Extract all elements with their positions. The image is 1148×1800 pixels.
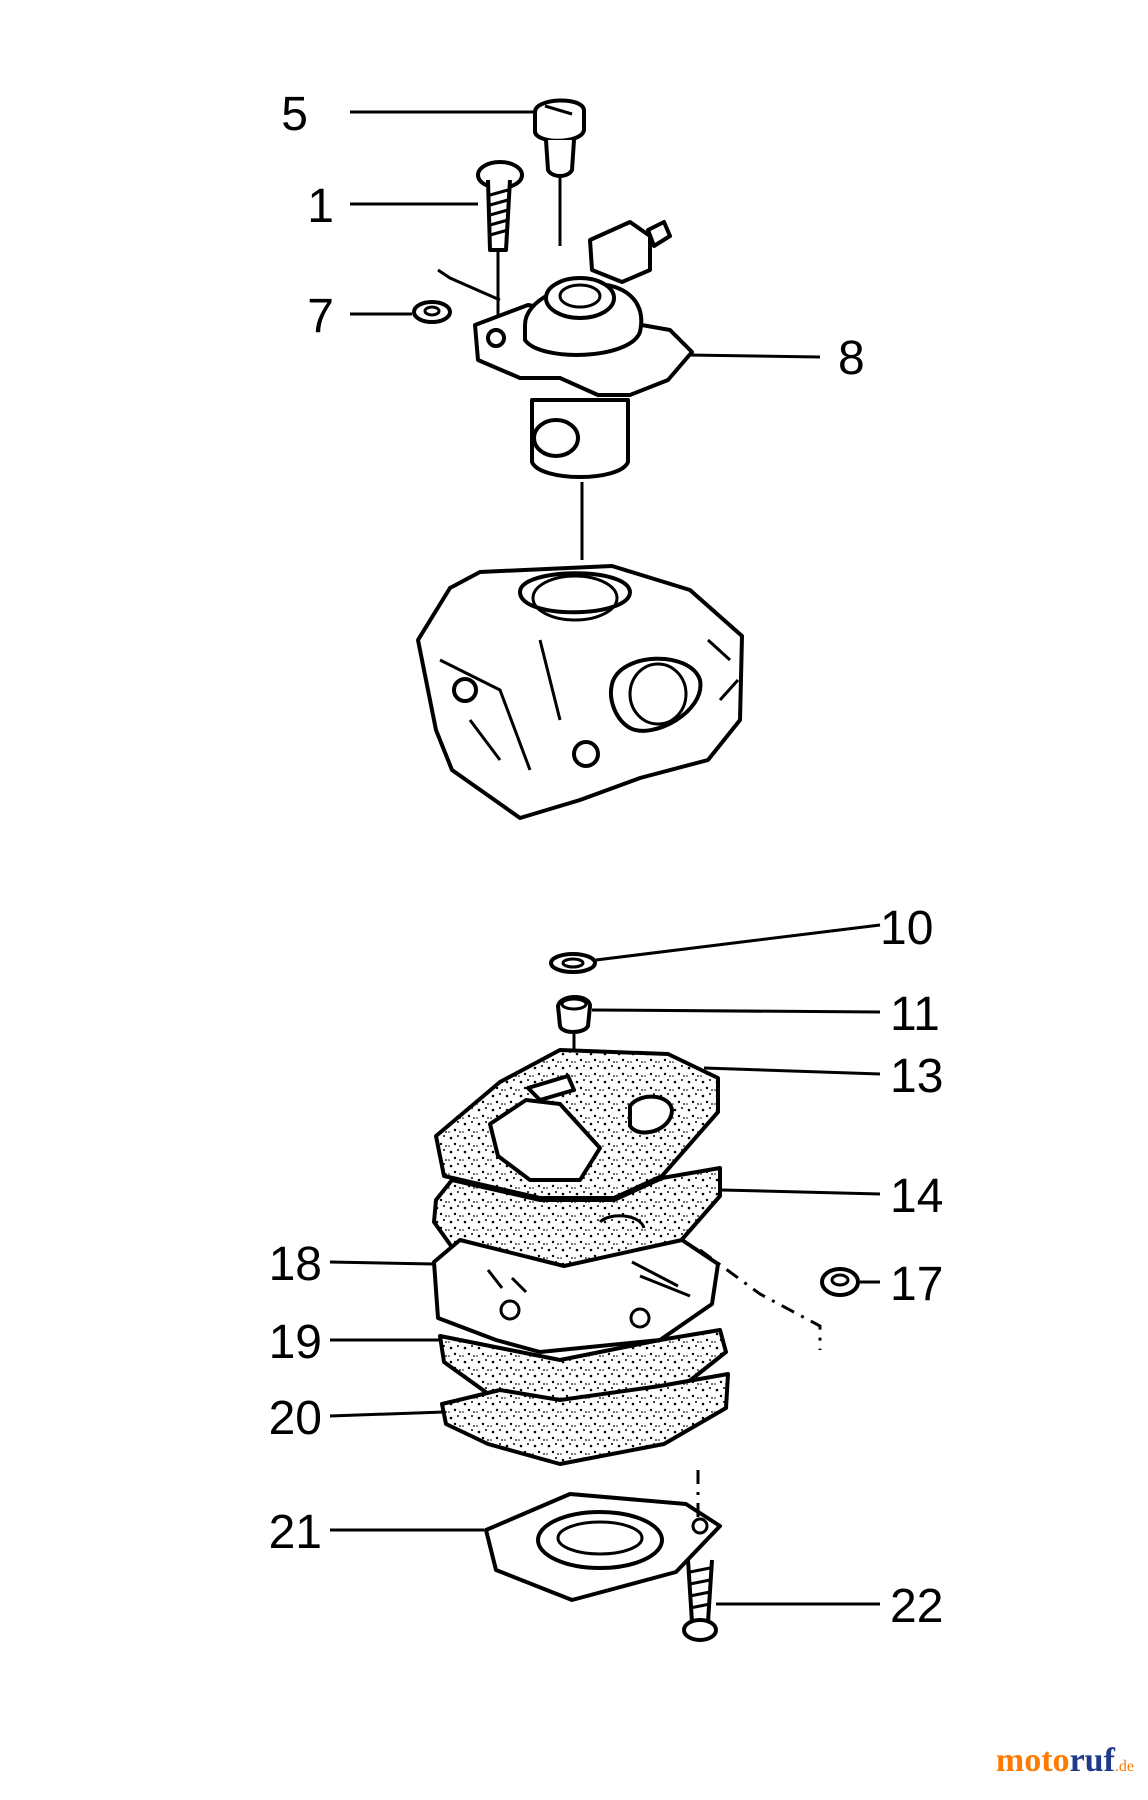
callout-5: 5 <box>281 88 308 141</box>
callout-17: 17 <box>890 1258 943 1311</box>
watermark-part2: ruf <box>1069 1742 1115 1779</box>
part-13-gasket <box>434 1048 720 1200</box>
part-5-screw <box>533 98 586 246</box>
part-20-gasket <box>440 1372 730 1466</box>
callout-22: 22 <box>890 1580 943 1633</box>
callout-21: 21 <box>269 1506 322 1559</box>
leader-lines <box>329 110 881 1606</box>
part-18-body <box>432 1238 720 1354</box>
part-8-top-body <box>437 220 694 560</box>
callout-labels: 5 1 7 8 10 11 13 14 17 18 19 20 21 22 <box>269 88 944 1633</box>
callout-8: 8 <box>838 332 865 385</box>
part-10-washer <box>549 952 597 974</box>
callout-1: 1 <box>307 180 334 233</box>
watermark-part1: moto <box>995 1742 1070 1779</box>
part-7-washer <box>412 300 452 324</box>
carburetor-main-body <box>416 564 744 820</box>
part-17-cap <box>699 1248 860 1350</box>
watermark-logo: motoruf.de <box>996 1742 1134 1780</box>
part-22-screw <box>682 1470 718 1642</box>
part-1-bolt <box>476 160 524 320</box>
callout-10: 10 <box>880 902 933 955</box>
callout-20: 20 <box>269 1392 322 1445</box>
callout-18: 18 <box>269 1238 322 1291</box>
watermark-part3: .de <box>1114 1758 1134 1775</box>
callout-11: 11 <box>890 988 940 1041</box>
callout-13: 13 <box>890 1050 943 1103</box>
part-21-cover <box>484 1492 722 1602</box>
callout-14: 14 <box>890 1170 943 1223</box>
callout-19: 19 <box>269 1316 322 1369</box>
callout-7: 7 <box>307 290 334 343</box>
